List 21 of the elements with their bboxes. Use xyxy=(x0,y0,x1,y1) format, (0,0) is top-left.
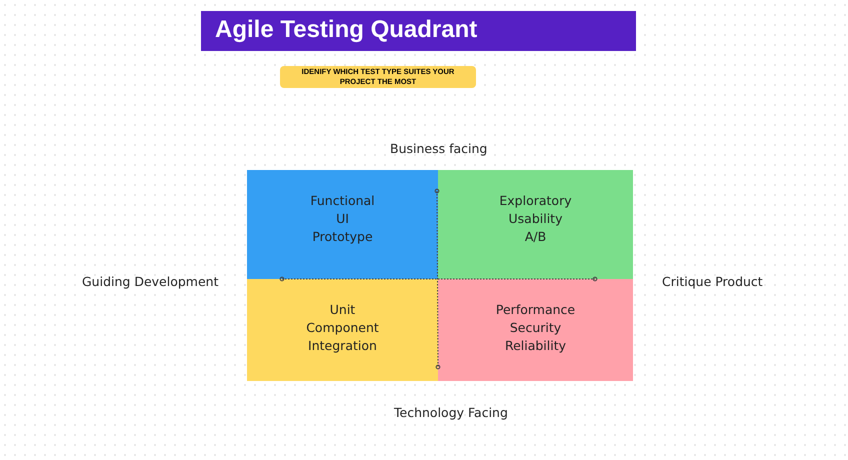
title-banner: Agile Testing Quadrant xyxy=(201,11,636,51)
axis-label: Critique Product xyxy=(662,274,763,289)
quadrant-text: Exploratory xyxy=(499,192,572,210)
quadrant-box xyxy=(247,279,438,381)
quadrant-text: Security xyxy=(510,319,562,337)
quadrant-text: Unit xyxy=(330,301,356,319)
axis-label: Technology Facing xyxy=(394,405,508,420)
quadrant-box xyxy=(247,170,438,279)
quadrant-text: Integration xyxy=(308,337,377,355)
quadrant-text: Component xyxy=(306,319,379,337)
quadrant-text: Reliability xyxy=(504,337,566,355)
quadrant-box xyxy=(438,279,633,381)
axis-label: Business facing xyxy=(390,141,488,156)
quadrant-text: Usability xyxy=(508,210,562,228)
axis-label: Guiding Development xyxy=(82,274,218,289)
quadrant-text: UI xyxy=(336,210,349,228)
quadrant-box xyxy=(438,170,633,279)
quadrant-text: Performance xyxy=(496,301,576,319)
quadrant-text: A/B xyxy=(524,228,546,246)
quadrant-text: Prototype xyxy=(312,228,373,246)
quadrant-text: Functional xyxy=(310,192,375,210)
